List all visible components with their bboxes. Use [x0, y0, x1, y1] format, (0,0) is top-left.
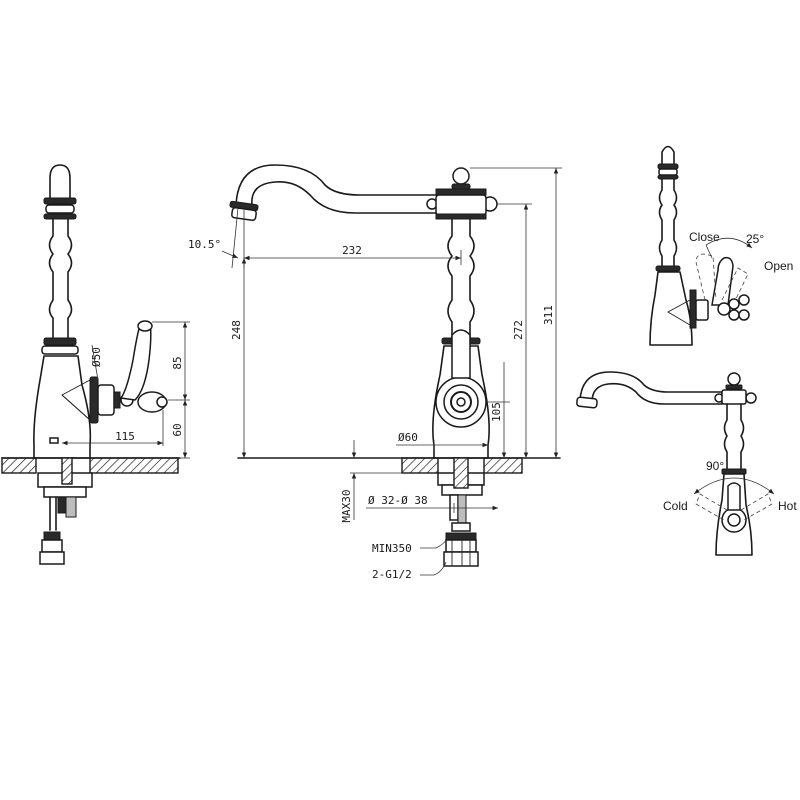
- dim-total-height: 311: [542, 305, 555, 325]
- label-lever-angle: 25°: [746, 232, 764, 246]
- label-open: Open: [764, 259, 793, 273]
- countertop-section: [483, 457, 523, 474]
- dim-handle-base-height: 60: [171, 423, 184, 436]
- label-cold: Cold: [663, 499, 688, 513]
- dim-spout-angle: 10.5°: [188, 238, 221, 251]
- dim-connection: 2-G1/2: [372, 568, 412, 581]
- spout-hub: [435, 194, 487, 216]
- faucet-body: [715, 473, 753, 556]
- dim-max-deck-thickness: MAX30: [340, 489, 353, 522]
- label-close: Close: [689, 230, 720, 244]
- side-view: 85 60 115 Ø50: [1, 164, 190, 565]
- stem-column: [447, 218, 475, 341]
- label-hot: Hot: [778, 499, 797, 513]
- stem-column: [48, 218, 73, 341]
- dim-spout-height: 248: [230, 320, 243, 340]
- dim-hole-diameter: Ø 32-Ø 38: [368, 494, 428, 507]
- hose-fitting: [41, 539, 63, 553]
- label-rotation-angle: 90°: [706, 459, 724, 473]
- front-view: 10.5° 232 248 272 311 105 Ø60 MAX30 Ø 32…: [188, 164, 562, 581]
- countertop-section: [401, 457, 439, 474]
- handle-lever: [727, 482, 741, 511]
- dim-body-diameter: Ø60: [398, 431, 418, 444]
- hose-fitting: [445, 539, 477, 553]
- dim-handle-diameter: Ø50: [90, 347, 103, 367]
- handle-lever: [451, 329, 471, 379]
- dim-hose-length: MIN350: [372, 542, 412, 555]
- countertop-section: [1, 457, 37, 474]
- dim-handle-height: 105: [490, 402, 503, 422]
- lever-detail-view: Close 25° Open: [649, 145, 793, 346]
- dim-handle-center-height: 272: [512, 320, 525, 340]
- dim-handle-height: 85: [171, 356, 184, 369]
- top-finial: [452, 167, 470, 185]
- spout: [579, 371, 723, 405]
- handle-lever: [119, 322, 152, 401]
- rotation-view: 90° Cold Hot: [576, 371, 797, 556]
- handle-lever: [711, 256, 734, 306]
- top-knob: [49, 164, 71, 201]
- countertop-section: [89, 457, 179, 474]
- dim-handle-projection: 115: [115, 430, 135, 443]
- faucet-body: [649, 271, 693, 346]
- dim-spout-reach: 232: [342, 244, 362, 257]
- spout: [235, 164, 439, 214]
